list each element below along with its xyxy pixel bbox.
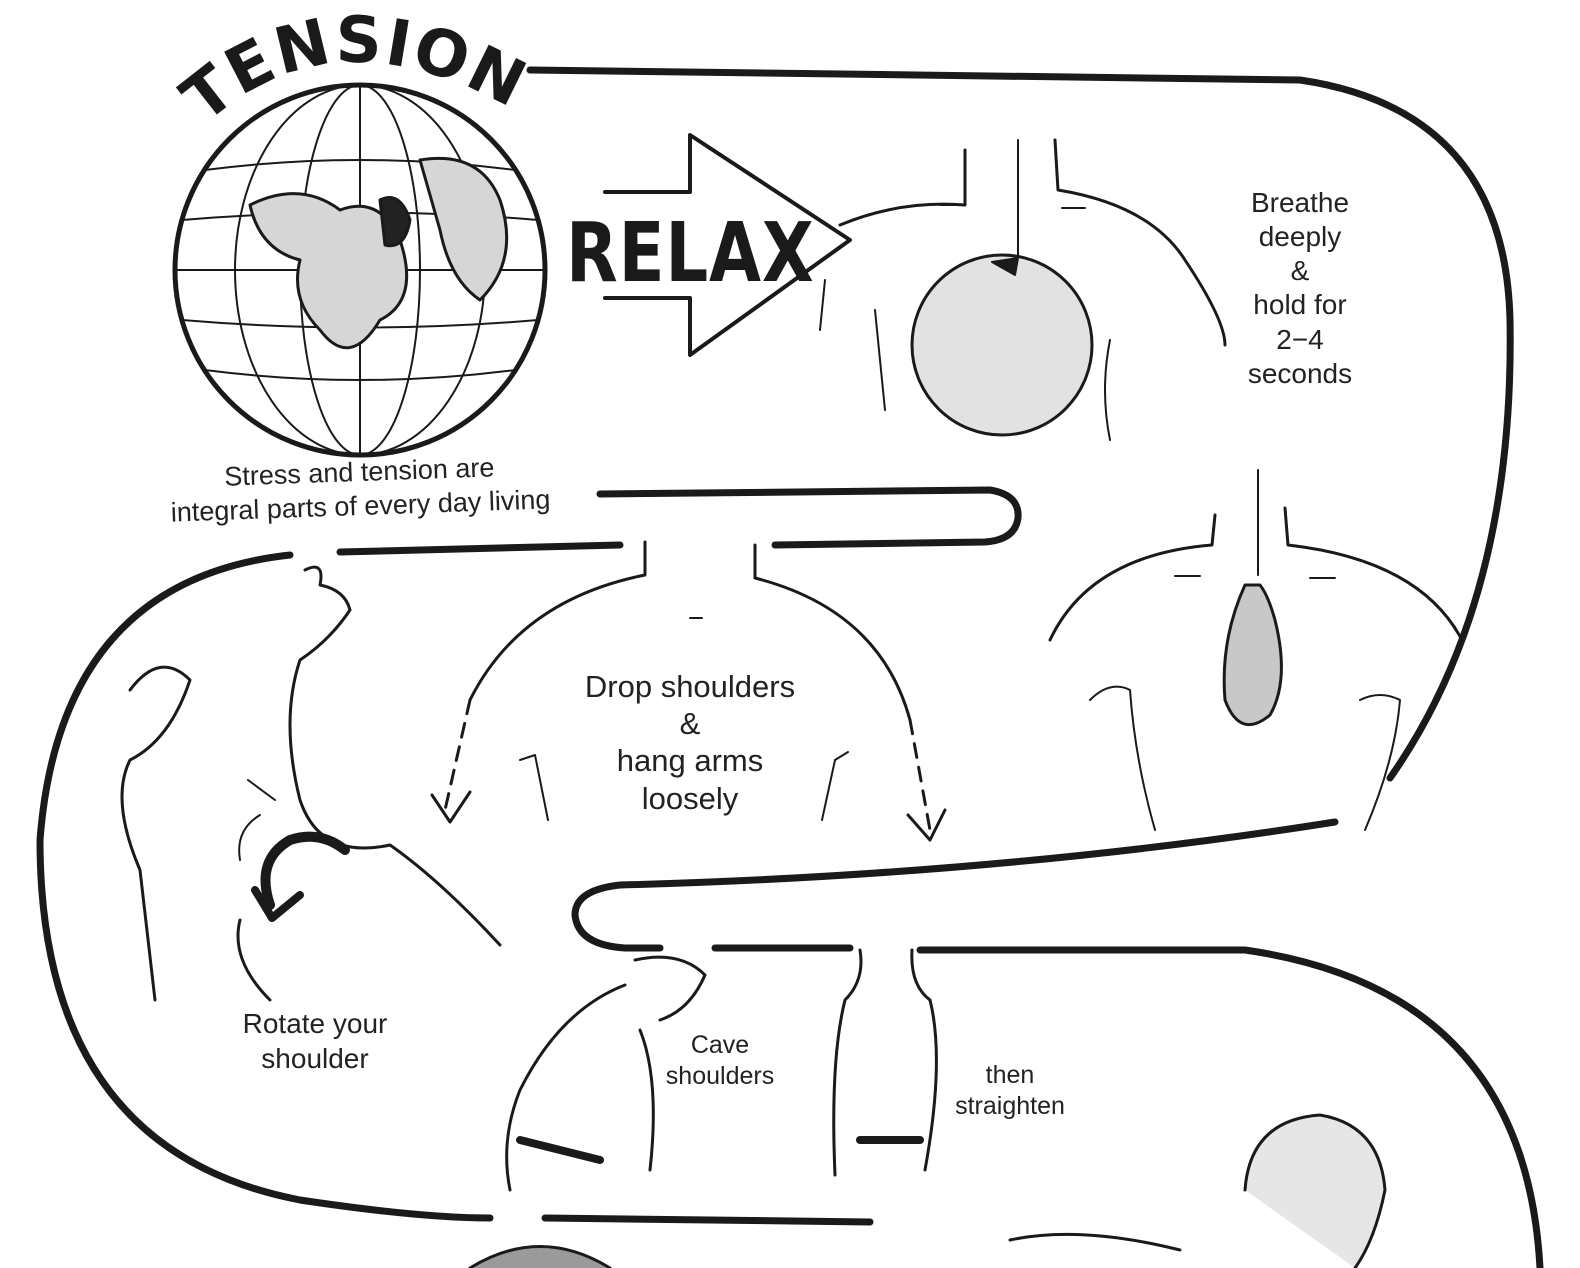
- deflated-balloon-figure: [1050, 470, 1462, 830]
- inflated-balloon-icon: [912, 255, 1092, 435]
- head-figure: [1010, 1115, 1385, 1268]
- rotate-shoulder-caption: Rotate your shoulder: [205, 1006, 425, 1076]
- drop-shoulders-caption: Drop shoulders & hang arms loosely: [540, 668, 840, 817]
- bottom-hatch: [470, 1247, 610, 1268]
- flow-path-bottom: [545, 1218, 870, 1222]
- tension-title: TENSION: [169, 4, 539, 137]
- rotate-arrow-icon: [266, 837, 346, 905]
- inflated-balloon-figure: [820, 140, 1225, 440]
- relax-label: RELAX: [566, 206, 815, 301]
- breathe-caption: Breathe deeply & hold for 2−4 seconds: [1210, 186, 1390, 391]
- cave-shoulders-caption: Cave shoulders: [655, 1030, 785, 1093]
- deflated-balloon-icon: [1224, 585, 1281, 725]
- rotate-shoulder-figure: [122, 567, 500, 1000]
- flow-path-middle: [575, 822, 1335, 948]
- flow-path-upper-middle: [600, 490, 1018, 545]
- globe-icon: [175, 85, 545, 455]
- flow-path-left-top: [340, 545, 620, 552]
- straighten-figure: [834, 950, 937, 1175]
- straighten-caption: then straighten: [930, 1060, 1090, 1123]
